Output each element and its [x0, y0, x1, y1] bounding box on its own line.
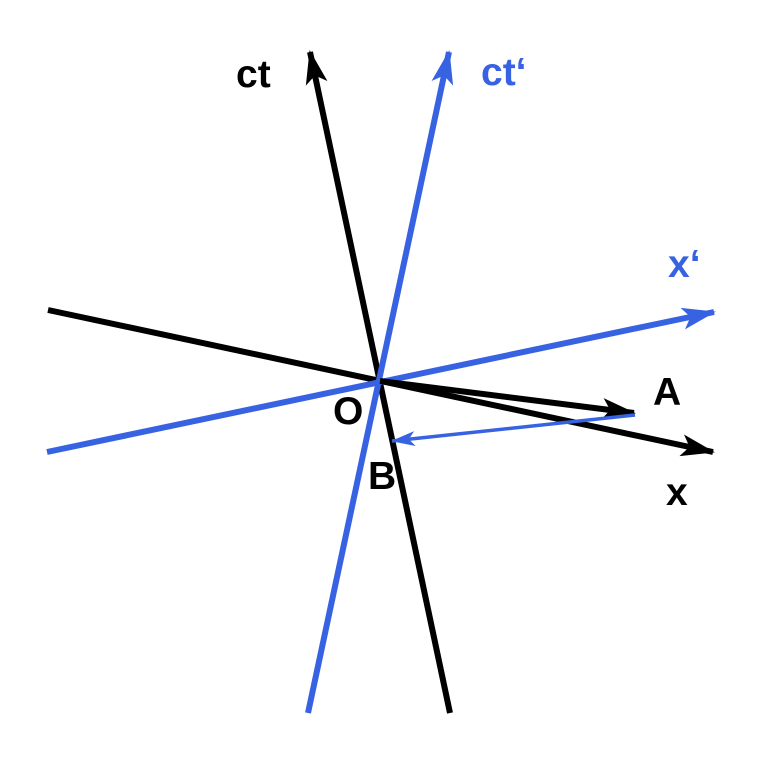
- label-event-B: B: [368, 455, 397, 498]
- label-ct-prime-axis: ct‘: [481, 51, 527, 94]
- label-x-prime-axis: x‘: [668, 243, 701, 286]
- label-x-axis: x: [666, 471, 688, 514]
- vector-O-to-A: [379, 378, 636, 420]
- label-event-A: A: [653, 371, 682, 414]
- label-origin-O: O: [333, 390, 364, 433]
- label-ct-axis: ct: [236, 53, 271, 96]
- vector-A-to-B: [391, 413, 636, 447]
